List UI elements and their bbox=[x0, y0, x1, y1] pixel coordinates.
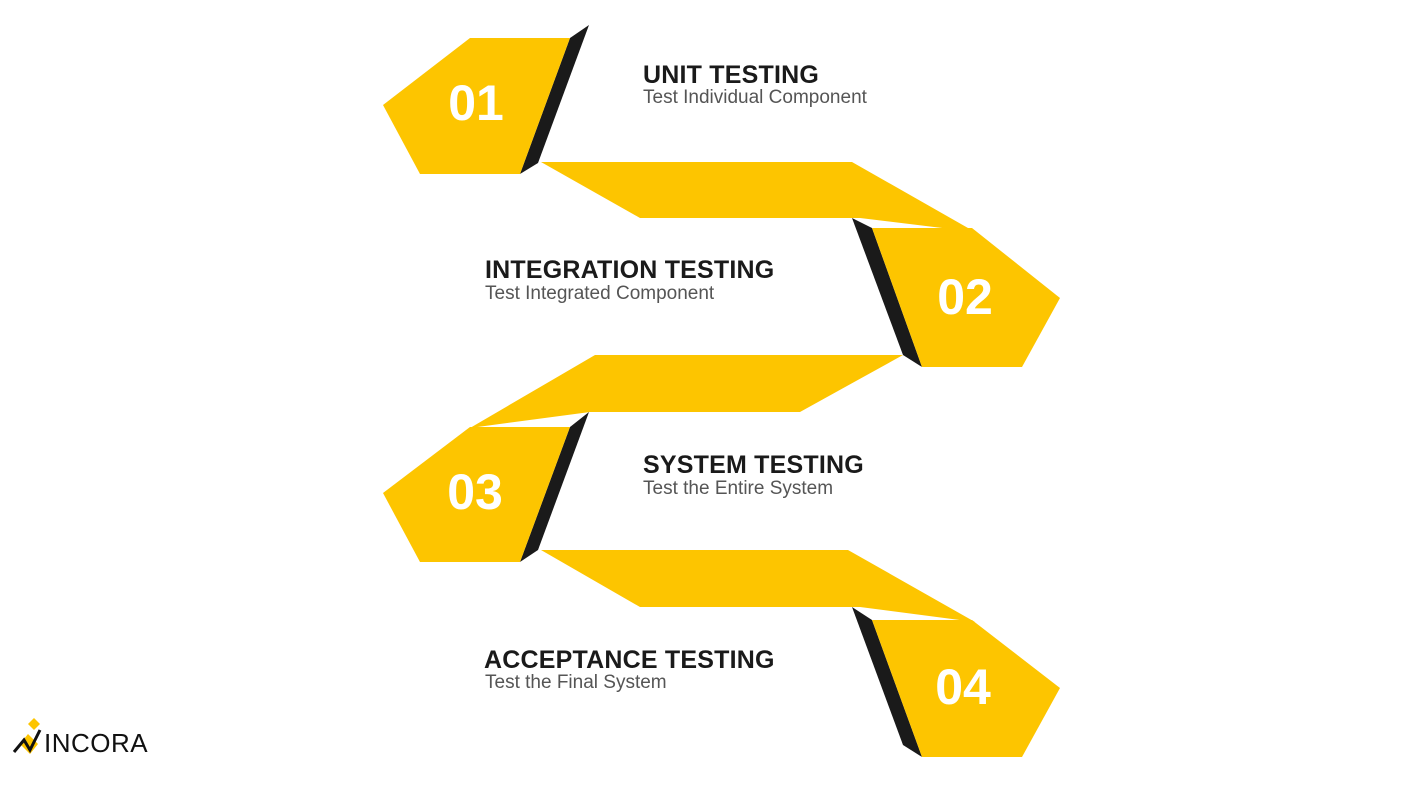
connector-2-3 bbox=[470, 355, 903, 428]
shape-02 bbox=[872, 228, 1060, 367]
step-number-02: 02 bbox=[937, 269, 993, 325]
shape-04 bbox=[872, 620, 1060, 757]
logo-text: INCORA bbox=[44, 728, 149, 758]
shape-03-shadow bbox=[520, 412, 589, 562]
step-number-04: 04 bbox=[935, 659, 991, 715]
shape-04-shadow bbox=[852, 607, 922, 757]
connector-1-2 bbox=[541, 162, 975, 232]
step-title-03: SYSTEM TESTING bbox=[643, 451, 864, 479]
shape-03 bbox=[383, 427, 570, 562]
logo-mark bbox=[12, 718, 42, 754]
step-title-04: ACCEPTANCE TESTING bbox=[484, 646, 775, 674]
step-description-04: Test the Final System bbox=[485, 672, 667, 693]
step-number-01: 01 bbox=[448, 75, 504, 131]
step-title-01: UNIT TESTING bbox=[643, 61, 820, 89]
shape-02-shadow bbox=[852, 218, 922, 367]
step-description-01: Test Individual Component bbox=[643, 87, 867, 108]
step-title-02: INTEGRATION TESTING bbox=[485, 256, 775, 284]
connector-3-4 bbox=[541, 550, 975, 622]
step-description-03: Test the Entire System bbox=[643, 478, 834, 499]
step-number-03: 03 bbox=[447, 464, 503, 520]
step-description-02: Test Integrated Component bbox=[485, 283, 715, 304]
shape-01 bbox=[383, 38, 570, 174]
shape-01-shadow bbox=[520, 25, 589, 174]
